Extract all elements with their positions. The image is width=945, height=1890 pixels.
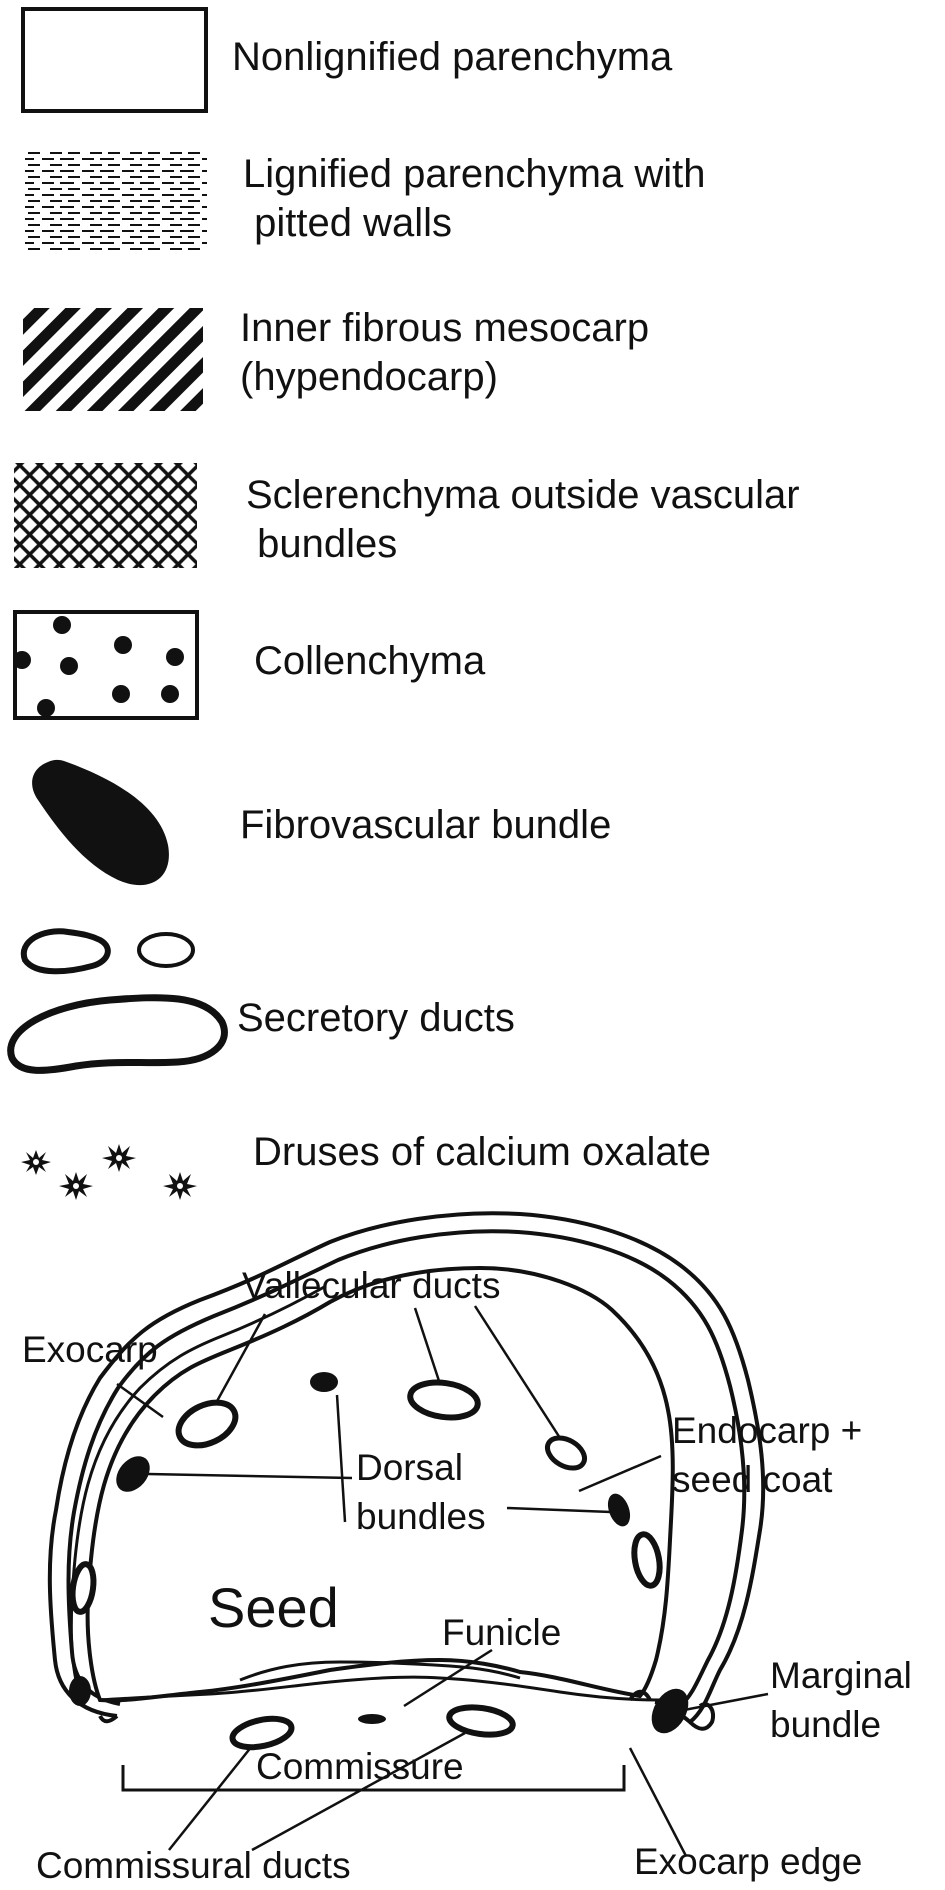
label-exocarp-edge: Exocarp edge: [634, 1841, 862, 1882]
legend-label-fibrous-line1: Inner fibrous mesocarp: [240, 306, 649, 350]
legend-item-nonlignified: Nonlignified parenchyma: [21, 7, 673, 113]
legend-label-fibrovascular: Fibrovascular bundle: [240, 803, 611, 847]
legend: Nonlignified parenchyma Lignified parenc…: [7, 7, 800, 1200]
label-seed: Seed: [208, 1576, 339, 1639]
label-dorsal-bundles-line1: Dorsal: [356, 1447, 463, 1488]
label-vallecular-ducts: Vallecular ducts: [242, 1265, 500, 1306]
legend-item-sclerenchyma: Sclerenchyma outside vascular bundles: [14, 463, 800, 568]
legend-label-lignified-line1: Lignified parenchyma with: [243, 152, 705, 196]
legend-label-ducts: Secretory ducts: [237, 996, 515, 1040]
vallecular-duct-3: [545, 1435, 587, 1471]
dorsal-bundle-3: [607, 1493, 631, 1527]
duct-symbol-large: [7, 994, 228, 1074]
legend-item-fibrous: Inner fibrous mesocarp (hypendocarp): [23, 306, 649, 411]
legend-label-nonlignified: Nonlignified parenchyma: [232, 35, 673, 79]
vallecular-duct-4: [631, 1531, 663, 1589]
exocarp-edge-left: [98, 1714, 119, 1724]
label-endocarp-line2: seed coat: [672, 1459, 833, 1500]
druse-symbol: [21, 1144, 197, 1200]
endocarp-line: [69, 1284, 327, 1706]
duct-symbol-oval: [137, 932, 195, 968]
vallecular-duct-2: [407, 1379, 481, 1421]
exocarp-edge-notch: [628, 1689, 652, 1702]
label-commissure: Commissure: [256, 1746, 464, 1787]
label-marginal-line1: Marginal: [770, 1655, 912, 1696]
label-commissural-ducts: Commissural ducts: [36, 1845, 351, 1886]
legend-label-fibrous-line2: (hypendocarp): [240, 355, 498, 399]
leader-lines: [116, 1305, 769, 1857]
lateral-bundle: [69, 1676, 91, 1706]
legend-item-ducts: Secretory ducts: [7, 928, 515, 1074]
dorsal-bundle-2: [116, 1456, 150, 1492]
marginal-bundle: [651, 1688, 689, 1734]
funicle-bundle: [358, 1714, 386, 1724]
vallecular-duct-5: [69, 1561, 97, 1615]
fibrous-swatch: [23, 308, 203, 411]
legend-label-collenchyma: Collenchyma: [254, 639, 486, 683]
commissural-duct-1: [229, 1715, 295, 1751]
nonlignified-swatch: [21, 7, 208, 113]
label-funicle: Funicle: [442, 1612, 561, 1653]
label-marginal-line2: bundle: [770, 1704, 881, 1745]
commissure-floor: [99, 1675, 661, 1702]
commissure-bracket: [121, 1765, 626, 1792]
mesocarp-outline: [66, 1229, 747, 1708]
label-dorsal-bundles-line2: bundles: [356, 1496, 486, 1537]
legend-item-lignified: Lignified parenchyma with pitted walls: [25, 152, 705, 250]
dorsal-bundle-1: [310, 1372, 338, 1392]
vallecular-duct-1: [175, 1399, 239, 1449]
fibrovascular-bundle-symbol: [32, 759, 169, 886]
legend-label-sclerenchyma-line2: bundles: [246, 522, 397, 566]
label-endocarp-line1: Endocarp +: [672, 1410, 862, 1451]
commissural-duct-2: [446, 1704, 516, 1738]
legend-item-collenchyma: Collenchyma: [13, 610, 486, 720]
lignified-swatch: [25, 152, 207, 250]
commissure-floor-inner: [239, 1660, 521, 1682]
legend-label-druses: Druses of calcium oxalate: [253, 1130, 711, 1174]
collenchyma-dots: [13, 616, 184, 717]
duct-symbol-small: [20, 928, 111, 975]
label-exocarp: Exocarp: [22, 1329, 158, 1370]
fruit-cross-section: Vallecular ducts Exocarp Endocarp + seed…: [22, 1211, 912, 1886]
legend-item-fibrovascular: Fibrovascular bundle: [32, 759, 611, 886]
exocarp-outline: [47, 1211, 766, 1725]
legend-item-druses: Druses of calcium oxalate: [21, 1130, 711, 1200]
legend-label-lignified-line2: pitted walls: [243, 201, 452, 245]
legend-label-sclerenchyma-line1: Sclerenchyma outside vascular: [246, 473, 800, 517]
sclerenchyma-swatch: [14, 463, 197, 568]
